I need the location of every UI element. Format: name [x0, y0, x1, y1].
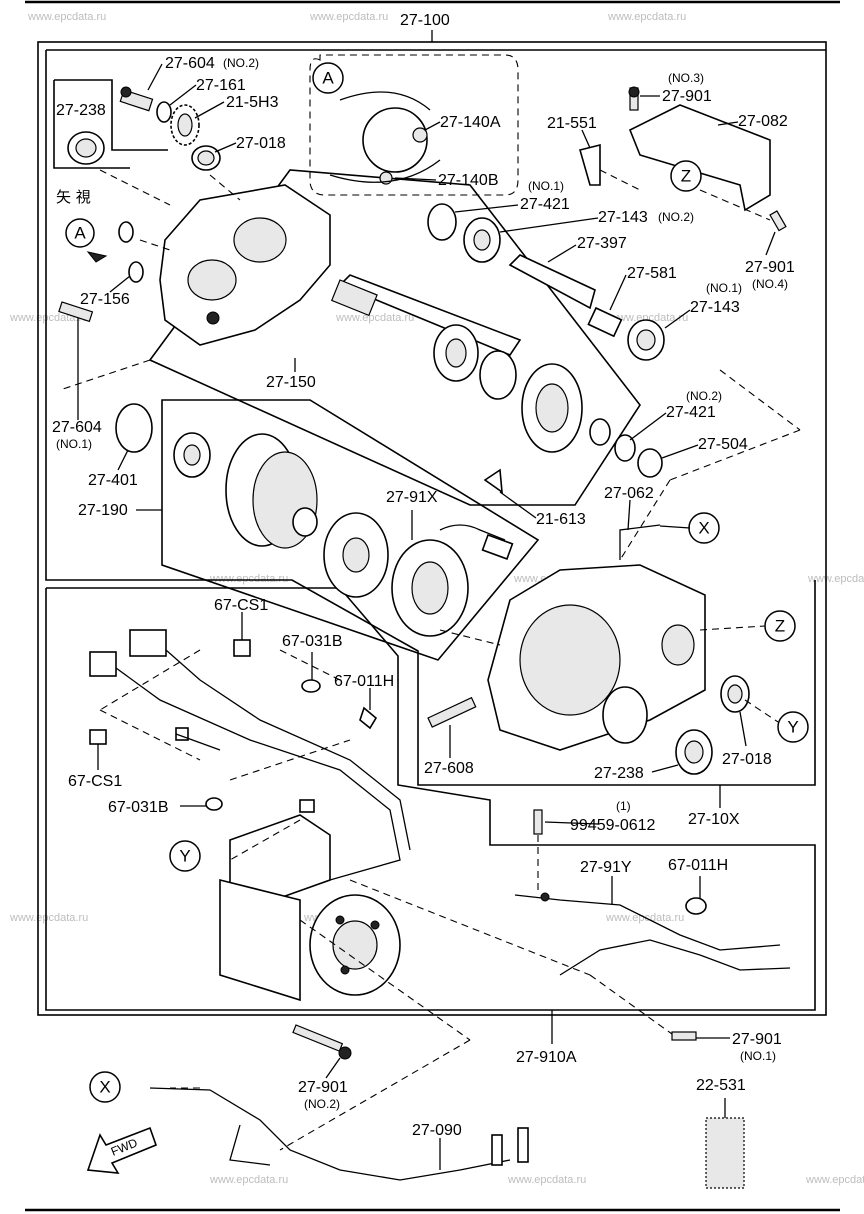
label-27-901-no2-sub: (NO.2): [304, 1097, 340, 1111]
label-27-901-no3: 27-901: [662, 88, 712, 105]
parts-harness: [89, 629, 791, 1060]
callout-y-1: Y: [787, 718, 798, 737]
watermark: www.epcdata.ru: [807, 573, 864, 585]
watermark: www.epcdata.ru: [209, 573, 288, 585]
label-27-910a: 27-910A: [516, 1049, 577, 1066]
watermark: www.epcdata.ru: [9, 912, 88, 924]
watermark: www.epcdata.ru: [335, 312, 414, 324]
label-27-421-no1-sub: (NO.1): [528, 179, 564, 193]
label-27-143-no2-sub: (NO.2): [658, 210, 694, 224]
label-99459-0612: 99459-0612: [570, 817, 656, 834]
label-27-604-no2: 27-604: [165, 55, 215, 72]
label-27-140b: 27-140B: [438, 172, 499, 189]
label-67-011h-top: 67-011H: [334, 673, 394, 690]
label-27-581: 27-581: [627, 265, 677, 282]
label-21-613: 21-613: [536, 511, 586, 528]
inner-box-lower: [45, 587, 816, 1011]
parts-clutch: [115, 403, 514, 637]
watermark: www.epcdata.ru: [607, 11, 686, 23]
label-67-cs1-top: 67-CS1: [214, 597, 268, 614]
callouts: A Z X Z Y Y X: [89, 62, 809, 1103]
label-67-031b-bot: 67-031B: [108, 799, 169, 816]
view-arrow-a: 矢 視 A: [56, 188, 108, 263]
label-27-238-bot: 27-238: [594, 765, 644, 782]
leader-lines: [77, 63, 776, 1170]
assembly-lines: [59, 169, 801, 1151]
callout-a-detail: A: [322, 69, 334, 88]
label-67-011h-bot: 67-011H: [668, 857, 728, 874]
callout-a-view: A: [74, 224, 86, 243]
parts-case: [427, 524, 750, 775]
watermark: www.epcdata.ru: [609, 312, 688, 324]
callout-y-2: Y: [179, 847, 190, 866]
label-27-150: 27-150: [266, 374, 316, 391]
label-27-421-no2-sub: (NO.2): [686, 389, 722, 403]
detail-a-box: [309, 54, 519, 196]
label-27-062: 27-062: [604, 485, 654, 502]
label-27-397: 27-397: [577, 235, 627, 252]
label-27-901-no4-sub: (NO.4): [752, 277, 788, 291]
label-27-018-bot: 27-018: [722, 751, 772, 768]
label-27-100: 27-100: [400, 12, 450, 29]
label-27-604-no1-sub: (NO.1): [56, 437, 92, 451]
fwd-arrow-icon: [86, 1126, 158, 1174]
label-27-143-no2: 27-143: [598, 209, 648, 226]
group-box-27-150: [148, 169, 641, 506]
label-22-531: 22-531: [696, 1077, 746, 1094]
watermark: www.epcdata.ru: [27, 11, 106, 23]
label-27-604-no1: 27-604: [52, 419, 102, 436]
callout-x-2: X: [99, 1078, 110, 1097]
label-27-608: 27-608: [424, 760, 474, 777]
view-label: 矢 視: [56, 188, 91, 206]
callout-z-2: Z: [775, 617, 785, 636]
group-box-27-190: [161, 399, 540, 661]
label-27-082: 27-082: [738, 113, 788, 130]
watermark: www.epcdata.ru: [805, 1174, 864, 1186]
subbox-gear: [54, 79, 168, 151]
label-27-91x: 27-91X: [386, 489, 438, 506]
watermark: www.epcdata.ru: [309, 11, 388, 23]
label-21-5h3: 21-5H3: [226, 94, 279, 111]
label-27-401: 27-401: [88, 472, 138, 489]
label-27-090: 27-090: [412, 1122, 462, 1139]
label-21-551: 21-551: [547, 115, 597, 132]
assembly-box-27-100: [37, 41, 827, 1016]
label-27-161: 27-161: [196, 77, 246, 94]
watermark: www.epcdata.ru: [507, 1174, 586, 1186]
part-labels: 27-604 (NO.2) 27-161 21-5H3 27-238 27-01…: [52, 55, 795, 1139]
label-67-cs1-bot: 67-CS1: [68, 773, 122, 790]
label-27-901-no4: 27-901: [745, 259, 795, 276]
callout-x-1: X: [698, 519, 709, 538]
label-27-156: 27-156: [80, 291, 130, 308]
watermark: www.epcdata.ru: [209, 1174, 288, 1186]
label-27-504: 27-504: [698, 436, 748, 453]
parts-hose: FWD: [86, 1087, 745, 1189]
label-27-190: 27-190: [78, 502, 128, 519]
label-27-143-no1: 27-143: [690, 299, 740, 316]
label-27-604-no2-sub: (NO.2): [223, 56, 259, 70]
inner-box-upper: [45, 50, 816, 786]
label-27-421-no1: 27-421: [520, 196, 570, 213]
parts-upper: [58, 86, 787, 478]
label-27-018-top: 27-018: [236, 135, 286, 152]
label-67-031b-top: 67-031B: [282, 633, 343, 650]
callout-z-1: Z: [681, 167, 691, 186]
label-27-10x: 27-10X: [688, 811, 740, 828]
label-27-901-no1-sub: (NO.1): [740, 1049, 776, 1063]
label-27-140a: 27-140A: [440, 114, 501, 131]
label-27-901-no3-sub: (NO.3): [668, 71, 704, 85]
label-27-901-no2: 27-901: [298, 1079, 348, 1096]
label-27-421-no2: 27-421: [666, 404, 716, 421]
label-99459-0612-sub: (1): [616, 799, 631, 813]
label-27-143-no1-sub: (NO.1): [706, 281, 742, 295]
label-27-238-top: 27-238: [56, 102, 106, 119]
label-27-91y: 27-91Y: [580, 859, 632, 876]
label-27-901-no1: 27-901: [732, 1031, 782, 1048]
arrow-icon: [86, 251, 108, 263]
